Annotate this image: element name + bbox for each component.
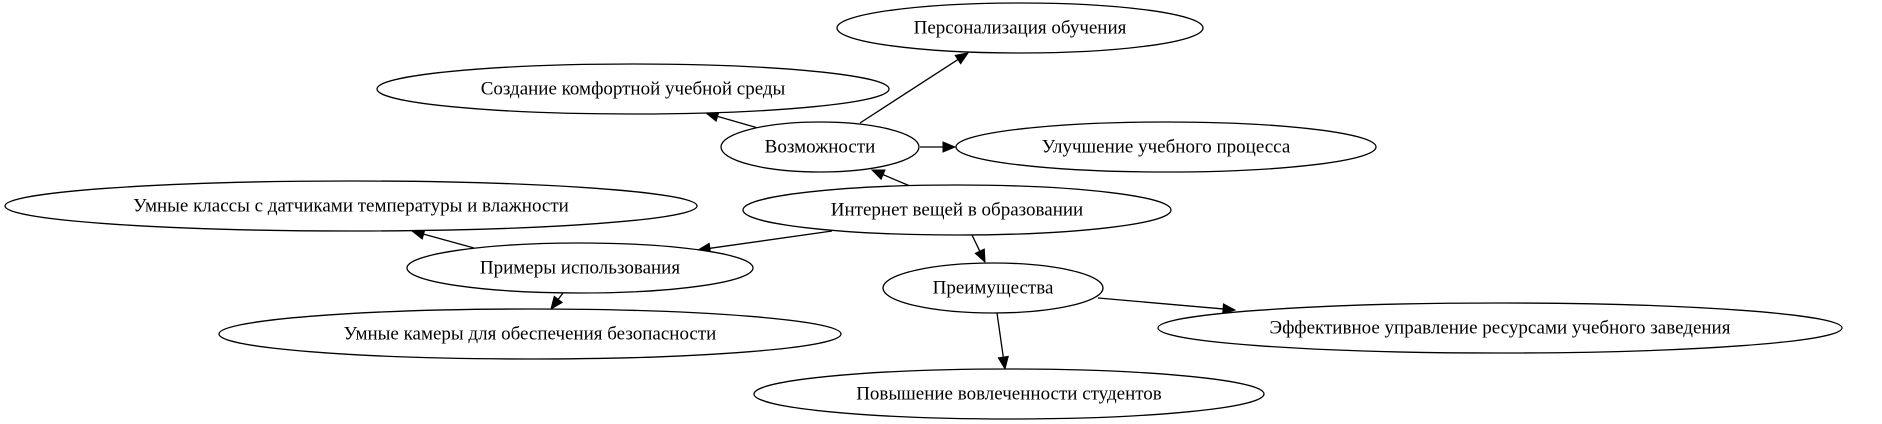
node-smartclass: Умные классы с датчиками температуры и в… <box>4 180 698 232</box>
edge-benefits-engagement <box>996 312 1009 371</box>
node-iot: Интернет вещей в образовании <box>742 184 1172 236</box>
edge-line <box>557 292 564 300</box>
node-improve: Улучшение учебного процесса <box>955 121 1377 173</box>
node-label: Примеры использования <box>480 258 680 279</box>
edge-line <box>882 174 911 187</box>
arrowhead-icon <box>954 52 970 65</box>
arrowhead-icon <box>997 355 1009 371</box>
node-label: Создание комфортной учебной среды <box>481 79 786 100</box>
edge-benefits-resources <box>1097 297 1237 315</box>
node-opps: Возможности <box>720 121 920 173</box>
node-ellipse <box>836 2 1204 54</box>
node-label: Повышение вовлеченности студентов <box>856 384 1162 405</box>
edge-opps-comfort <box>704 110 759 129</box>
node-label: Умные классы с датчиками температуры и в… <box>133 196 569 217</box>
edge-line <box>1097 297 1224 310</box>
node-ellipse <box>882 262 1104 314</box>
arrowhead-icon <box>870 169 886 181</box>
node-benefits: Преимущества <box>882 262 1104 314</box>
node-ellipse <box>406 242 754 294</box>
edge-line <box>709 230 833 249</box>
edge-line <box>996 312 1004 358</box>
node-examples: Примеры использования <box>406 242 754 294</box>
arrowhead-icon <box>1222 303 1237 315</box>
node-ellipse <box>742 184 1172 236</box>
edge-iot-opps <box>870 169 911 187</box>
node-ellipse <box>4 180 698 232</box>
node-label: Преимущества <box>933 278 1054 299</box>
node-label: Интернет вещей в образовании <box>831 200 1083 221</box>
arrowhead-icon <box>974 248 986 264</box>
node-resources: Эффективное управление ресурсами учебног… <box>1157 302 1843 354</box>
node-label: Персонализация обучения <box>914 18 1127 39</box>
edge-iot-benefits <box>971 234 986 264</box>
node-engagement: Повышение вовлеченности студентов <box>753 368 1265 420</box>
node-ellipse <box>753 368 1265 420</box>
edge-line <box>971 234 981 252</box>
nodes-layer: Интернет вещей в образованииВозможностиП… <box>4 2 1843 420</box>
arrowhead-icon <box>942 141 957 153</box>
node-ellipse <box>720 121 920 173</box>
node-ellipse <box>218 308 842 360</box>
node-ellipse <box>376 63 890 115</box>
edge-line <box>423 233 475 249</box>
node-label: Возможности <box>765 137 876 158</box>
node-label: Умные камеры для обеспечения безопасност… <box>344 324 717 345</box>
edge-line <box>717 115 759 129</box>
node-label: Эффективное управление ресурсами учебног… <box>1270 318 1731 339</box>
edge-iot-examples <box>696 230 833 254</box>
node-personal: Персонализация обучения <box>836 2 1204 54</box>
node-comfort: Создание комфортной учебной среды <box>376 63 890 115</box>
arrowhead-icon <box>550 295 564 311</box>
edge-opps-personal <box>859 52 970 124</box>
node-ellipse <box>955 121 1377 173</box>
node-cameras: Умные камеры для обеспечения безопасност… <box>218 308 842 360</box>
node-label: Улучшение учебного процесса <box>1042 137 1291 158</box>
edge-line <box>859 58 959 124</box>
node-ellipse <box>1157 302 1843 354</box>
edge-examples-cameras <box>550 292 564 311</box>
edge-opps-improve <box>920 141 957 153</box>
edge-examples-smartclass <box>410 228 475 249</box>
